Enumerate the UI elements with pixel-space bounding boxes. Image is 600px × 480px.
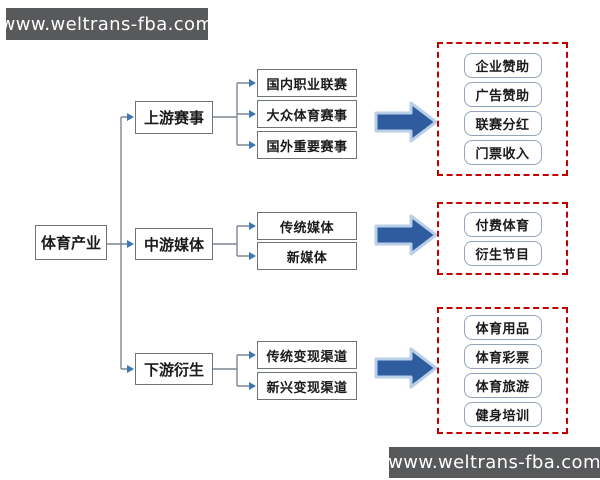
- outcome-box-derivatives: 体育用品 体育彩票 体育旅游 健身培训: [437, 307, 568, 434]
- connector-line: [213, 82, 249, 146]
- watermark-banner-top: www.weltrans-fba.com: [1, 8, 213, 40]
- connector-line: [213, 354, 249, 387]
- outcome-derivative-programs: 衍生节目: [463, 240, 542, 266]
- arrowhead-icon: [249, 351, 256, 359]
- arrowhead-icon: [127, 240, 134, 248]
- arrowhead-icon: [249, 110, 256, 118]
- outcome-ad-sponsorship: 广告赞助: [463, 82, 542, 107]
- outcome-ticket-revenue: 门票收入: [463, 140, 542, 165]
- flow-arrow-icon: [374, 101, 438, 143]
- arrowhead-icon: [249, 79, 256, 87]
- node-traditional-media: 传统媒体: [257, 212, 357, 240]
- outcome-sporting-goods: 体育用品: [463, 314, 542, 340]
- flow-arrow-group: [374, 101, 438, 389]
- arrowhead-icon: [127, 365, 134, 373]
- node-domestic-pro-leagues: 国内职业联赛: [257, 69, 357, 97]
- arrowhead-icon: [127, 113, 134, 121]
- outcome-box-upstream: 企业赞助 广告赞助 联赛分红 门票收入: [437, 42, 568, 176]
- outcome-corporate-sponsorship: 企业赞助: [463, 53, 542, 78]
- node-downstream-derivatives: 下游衍生: [135, 353, 213, 385]
- outcome-fitness-training: 健身培训: [463, 401, 542, 427]
- watermark-banner-bottom: www.weltrans-fba.com: [388, 447, 600, 478]
- outcome-paid-sports: 付费体育: [463, 211, 542, 237]
- outcome-sports-lottery: 体育彩票: [463, 343, 542, 369]
- arrowhead-icon: [249, 252, 256, 260]
- outcome-sports-tourism: 体育旅游: [463, 372, 542, 398]
- flow-arrow-icon: [374, 347, 438, 389]
- connector-line: [107, 116, 127, 370]
- arrowhead-icon: [249, 222, 256, 230]
- arrowhead-icon: [249, 382, 256, 390]
- node-emerging-monetization-channels: 新兴变现渠道: [257, 372, 357, 400]
- node-mass-sports-events: 大众体育赛事: [257, 100, 357, 128]
- node-midstream-media: 中游媒体: [135, 228, 213, 260]
- arrowhead-icon-group: [127, 79, 256, 390]
- node-traditional-monetization-channels: 传统变现渠道: [257, 341, 357, 369]
- flow-arrow-icon: [374, 214, 438, 256]
- connector-line: [213, 225, 249, 257]
- node-root-sports-industry: 体育产业: [35, 225, 107, 260]
- node-new-media: 新媒体: [257, 242, 357, 270]
- arrowhead-icon: [249, 141, 256, 149]
- node-upstream-events: 上游赛事: [135, 101, 213, 134]
- node-major-foreign-events: 国外重要赛事: [257, 131, 357, 159]
- outcome-league-dividends: 联赛分红: [463, 111, 542, 136]
- outcome-box-media: 付费体育 衍生节目: [437, 202, 568, 275]
